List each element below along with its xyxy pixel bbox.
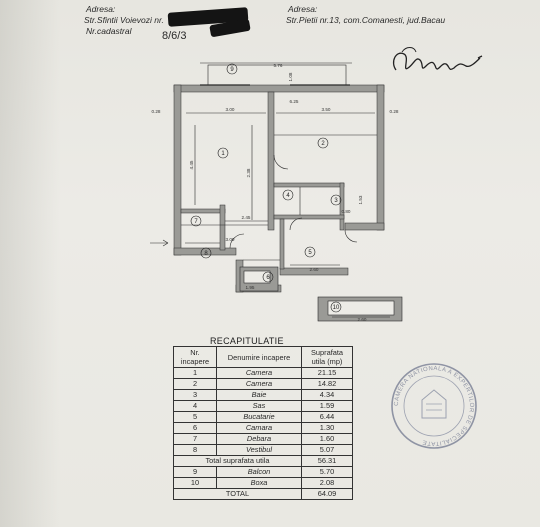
room-7-label: 7 bbox=[194, 219, 198, 225]
handwritten-signature bbox=[392, 47, 483, 71]
floor-plan: 9 1 2 3 4 5 6 7 8 10 5.76 3.00 3.50 0.28… bbox=[150, 62, 403, 322]
right-address-label: Adresa: bbox=[288, 4, 318, 14]
room-1-label: 1 bbox=[221, 151, 225, 157]
dim-kitchen-width: 2.60 bbox=[310, 267, 319, 272]
room-8-label: 8 bbox=[204, 251, 208, 257]
dim-left-wall: 0.28 bbox=[152, 109, 161, 114]
table-header-row: Nr. incapere Denumire incapere Suprafata… bbox=[173, 346, 353, 368]
dim-hall-width: 2.45 bbox=[242, 215, 251, 220]
dim-interior: 6.25 bbox=[290, 99, 299, 104]
room-4-label: 4 bbox=[286, 193, 290, 199]
right-address: Str.Pietii nr.13, com.Comanesti, jud.Bac… bbox=[286, 15, 446, 25]
svg-text:CAMERA NATIONALA A EXPERTILOR: CAMERA NATIONALA A EXPERTILOR DE SPECIAL… bbox=[394, 366, 474, 446]
cadastral-label: Nr.cadastral bbox=[86, 26, 132, 36]
dim-right-wall: 0.28 bbox=[390, 109, 399, 114]
room-9-label: 9 bbox=[230, 67, 234, 73]
room-2-label: 2 bbox=[321, 141, 325, 147]
header-area: Suprafata utila (mp) bbox=[301, 346, 353, 368]
room-6-label: 6 bbox=[266, 275, 270, 281]
dim-bath-width: 0.80 bbox=[342, 209, 351, 214]
recap-title: RECAPITULATIE bbox=[210, 336, 284, 346]
left-address-label: Adresa: bbox=[86, 4, 116, 14]
header-nr: Nr. incapere bbox=[173, 346, 217, 368]
left-address: Str.Sfintii Voievozi nr. bbox=[84, 15, 164, 25]
dim-box-width: 2.60 bbox=[358, 317, 367, 322]
dim-balcony-width: 5.76 bbox=[274, 63, 283, 68]
cadastral-value: 8/6/3 bbox=[162, 30, 187, 42]
dim-room1-length: 4.45 bbox=[189, 160, 194, 169]
page-shadow bbox=[0, 0, 60, 527]
dim-room1-inner: 2.38 bbox=[246, 168, 251, 177]
dim-balcony-depth: 1.08 bbox=[288, 72, 293, 81]
room-3-label: 3 bbox=[334, 198, 338, 204]
recap-table: Nr. incapere Denumire incapere Suprafata… bbox=[173, 346, 353, 500]
dim-vestibul: 3.00 bbox=[226, 237, 235, 242]
header-name: Denumire incapere bbox=[216, 346, 302, 368]
dim-room1-width: 3.00 bbox=[226, 107, 235, 112]
dim-camara: 1.95 bbox=[246, 285, 255, 290]
room-5-label: 5 bbox=[308, 250, 312, 256]
official-stamp: CAMERA NATIONALA A EXPERTILOR DE SPECIAL… bbox=[391, 363, 477, 449]
dim-room2-width: 3.50 bbox=[322, 107, 331, 112]
dim-bath-length: 1.53 bbox=[358, 195, 363, 204]
room-10-label: 10 bbox=[333, 305, 340, 311]
